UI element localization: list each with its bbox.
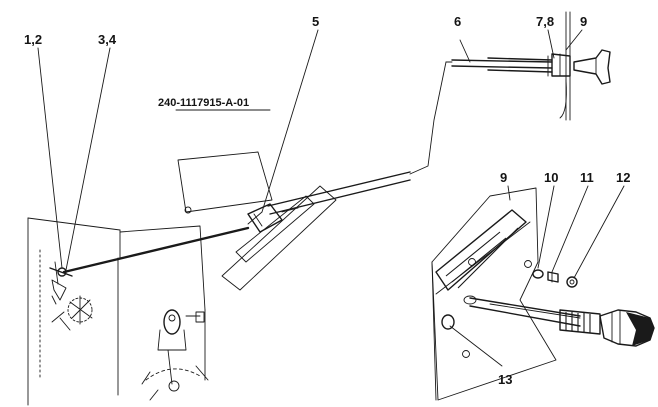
cable-bracket-5 xyxy=(177,151,411,291)
leader-lines xyxy=(37,29,625,367)
callout-5: 5 xyxy=(312,14,319,29)
callout-7-8: 7,8 xyxy=(536,14,554,29)
lower-linkage xyxy=(141,309,209,401)
callout-10: 10 xyxy=(544,170,558,185)
callout-3-4: 3,4 xyxy=(98,32,117,47)
callout-12: 12 xyxy=(616,170,630,185)
callout-9-detail: 9 xyxy=(500,170,507,185)
callout-13: 13 xyxy=(498,372,512,387)
pull-cable xyxy=(62,211,263,274)
sheath-route xyxy=(409,61,453,175)
panel-detail xyxy=(431,187,655,401)
part-number-label: 240-1117915-А-01 xyxy=(158,97,249,109)
callout-1-2: 1,2 xyxy=(24,32,42,47)
callout-11: 11 xyxy=(580,170,594,185)
throttle-lever-assembly xyxy=(49,261,93,331)
callout-9-top: 9 xyxy=(580,14,587,29)
choke-control-top xyxy=(451,11,611,121)
callout-6: 6 xyxy=(454,14,461,29)
engine-frame xyxy=(27,217,206,406)
